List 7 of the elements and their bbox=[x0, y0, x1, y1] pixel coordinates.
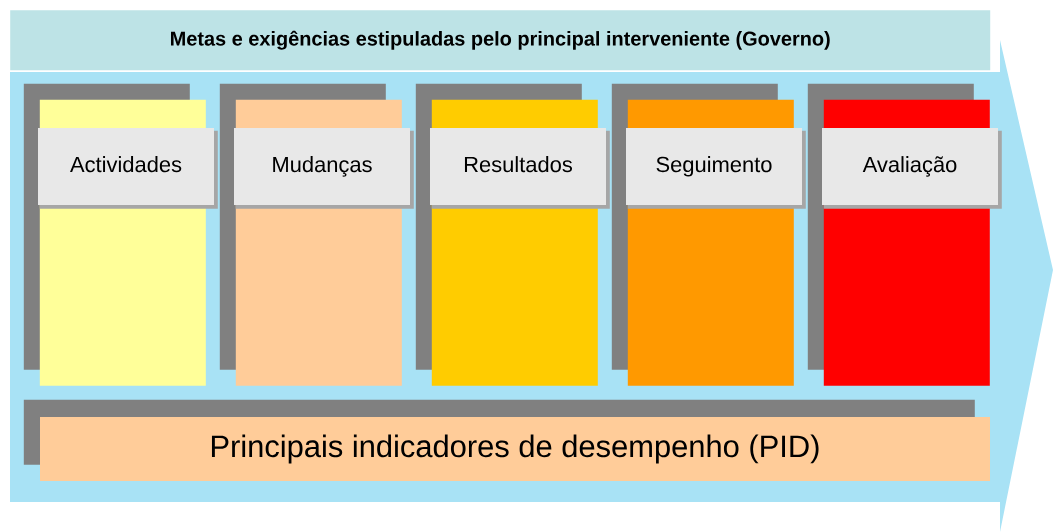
indicator-bar: Principais indicadores de desempenho (PID) bbox=[23, 399, 990, 481]
category-column: Mudanças bbox=[219, 83, 414, 386]
category-column: Actividades bbox=[23, 83, 218, 386]
title-band: Metas e exigências estipuladas pelo principal interveniente (Governo) bbox=[10, 10, 991, 71]
category-column: Seguimento bbox=[611, 83, 806, 386]
category-column: Avaliação bbox=[807, 83, 1002, 386]
category-column: Resultados bbox=[415, 83, 610, 386]
